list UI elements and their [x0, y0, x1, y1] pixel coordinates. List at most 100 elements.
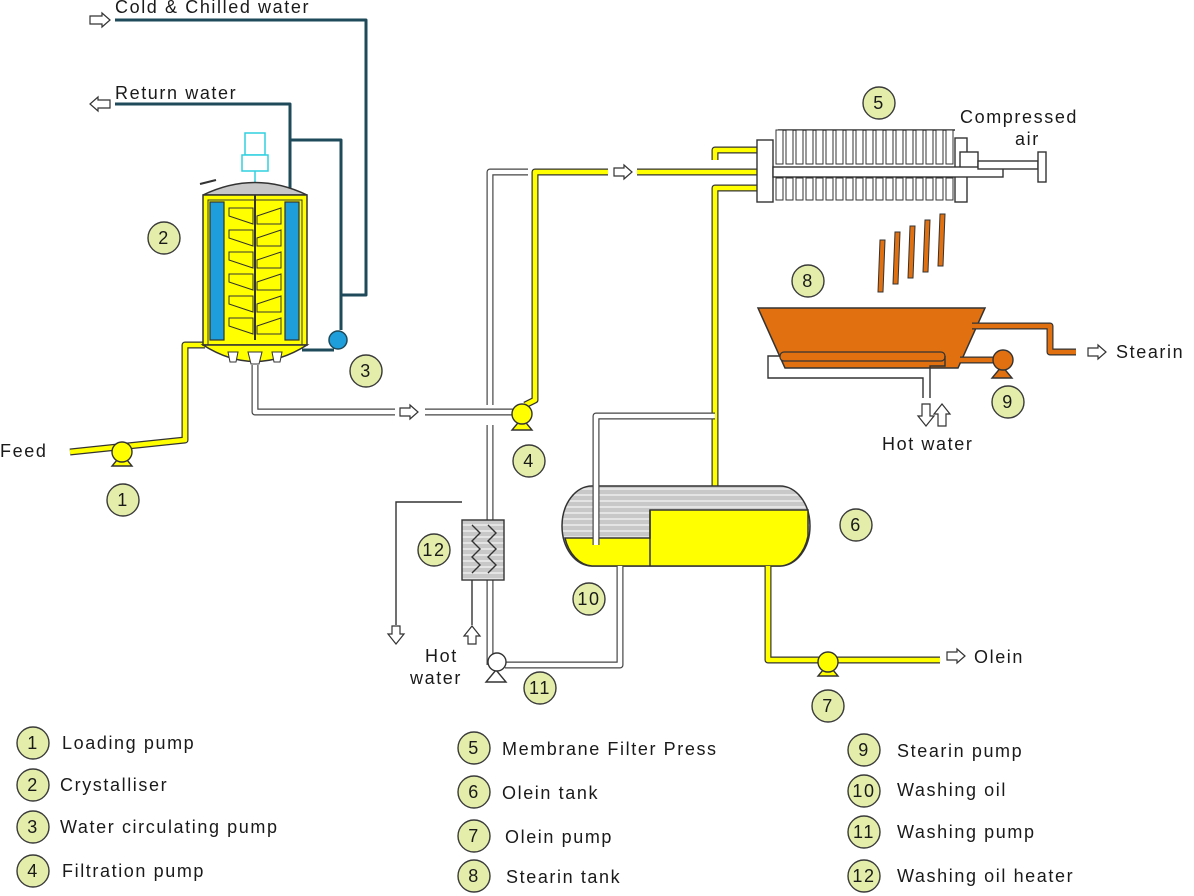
legend-label: Stearin tank: [506, 867, 621, 887]
scraper-blade: [228, 273, 254, 291]
marker-9: 9: [991, 385, 1025, 419]
scraper-blades: [228, 207, 282, 335]
filter-plate: [925, 129, 934, 165]
filter-plate: [865, 177, 874, 201]
scraper-blade: [228, 229, 254, 247]
filter-plate: [825, 129, 834, 165]
stearin-outlet-pipe: [960, 322, 1076, 364]
filter-plate: [795, 129, 804, 165]
filter-plate: [845, 129, 854, 165]
washing-pump: [484, 652, 508, 683]
filter-press-feed-pipe: [523, 163, 758, 409]
legend-label: Olein pump: [505, 827, 613, 847]
legend-item: 10 Washing oil: [847, 774, 1007, 808]
filter-plate: [885, 177, 894, 201]
compressed-air-label-line1: Compressed: [960, 107, 1078, 127]
legend-item: 8 Stearin tank: [457, 859, 621, 893]
svg-text:12: 12: [852, 866, 875, 886]
scraper-blade: [256, 229, 282, 247]
svg-text:12: 12: [422, 540, 445, 560]
legend-label: Membrane Filter Press: [502, 739, 718, 759]
legend-label: Washing oil heater: [897, 866, 1074, 886]
loading-pump: [110, 441, 134, 467]
water-circulating-pump: [328, 330, 348, 350]
svg-text:2: 2: [158, 228, 170, 248]
svg-text:2: 2: [27, 775, 39, 795]
stearin-tank: [756, 307, 987, 398]
svg-text:3: 3: [360, 361, 372, 381]
filter-plate: [815, 177, 824, 201]
hot-water-label-left-line1: Hot: [425, 646, 458, 666]
legend-item: 5 Membrane Filter Press: [457, 731, 718, 765]
cooling-water-lines: [115, 18, 368, 352]
legend-label: Loading pump: [62, 733, 195, 753]
legend-item: 12 Washing oil heater: [847, 859, 1074, 893]
cold-chilled-water-arrow: [89, 11, 111, 29]
svg-text:7: 7: [822, 696, 834, 716]
olein-outlet-pipe: [764, 566, 940, 664]
filter-plate: [805, 177, 814, 201]
svg-text:5: 5: [873, 93, 885, 113]
filter-plate: [845, 177, 854, 201]
washing-oil-heater: [395, 501, 505, 625]
svg-text:6: 6: [468, 782, 480, 802]
svg-text:11: 11: [529, 678, 551, 698]
filter-plate: [785, 129, 794, 165]
filter-plate: [855, 129, 864, 165]
filter-plate: [775, 177, 784, 201]
filter-plate: [805, 129, 814, 165]
filter-plate: [865, 129, 874, 165]
filter-plate: [885, 129, 894, 165]
washing-oil-return-pipe: [592, 412, 715, 545]
svg-text:1: 1: [27, 733, 39, 753]
hot-water-arrows-left: [386, 625, 482, 645]
marker-10: 10: [572, 582, 606, 616]
scraper-blade: [256, 317, 282, 335]
filter-plate: [775, 129, 784, 165]
svg-text:8: 8: [802, 271, 814, 291]
compressed-air-label-line2: air: [1015, 129, 1040, 149]
cold-chilled-water-label: Cold & Chilled water: [115, 0, 310, 17]
filter-plate: [855, 177, 864, 201]
svg-text:11: 11: [853, 822, 875, 842]
marker-3: 3: [349, 354, 383, 388]
stearin-label: Stearin: [1116, 342, 1184, 362]
scraper-blade: [228, 251, 254, 269]
marker-8: 8: [791, 264, 825, 298]
legend-item: 3 Water circulating pump: [16, 810, 277, 844]
filter-plate: [905, 177, 914, 201]
legend-label: Washing oil: [897, 780, 1007, 800]
filter-plate: [875, 177, 884, 201]
legend-item: 7 Olein pump: [457, 819, 613, 853]
filter-plate: [935, 177, 944, 201]
olein-tank: [561, 485, 811, 567]
filter-plate: [945, 177, 954, 201]
svg-text:1: 1: [117, 490, 129, 510]
svg-text:10: 10: [577, 589, 600, 609]
svg-text:9: 9: [858, 740, 870, 760]
stearin-arrow: [1087, 343, 1107, 361]
olein-pump: [816, 651, 840, 677]
marker-1: 1: [106, 483, 140, 517]
filter-plate: [835, 129, 844, 165]
marker-7: 7: [811, 689, 845, 723]
svg-text:6: 6: [850, 515, 862, 535]
filter-plate: [785, 177, 794, 201]
legend: 1 Loading pump 2 Crystalliser 3 Water ci…: [16, 726, 1074, 893]
filter-plate: [835, 177, 844, 201]
scraper-blade: [228, 317, 254, 335]
feed-label: Feed: [0, 441, 47, 461]
feed-line: [69, 341, 205, 456]
legend-label: Washing pump: [897, 822, 1036, 842]
filter-plate: [895, 177, 904, 201]
legend-label: Filtration pump: [62, 861, 205, 881]
legend-item: 9 Stearin pump: [847, 733, 1022, 767]
crystalliser: [199, 132, 310, 365]
filter-plates: [775, 129, 954, 201]
olein-label: Olein: [974, 647, 1024, 667]
washing-oil-pipe: [505, 566, 624, 669]
svg-text:4: 4: [27, 861, 39, 881]
legend-label: Crystalliser: [60, 775, 168, 795]
filtration-pump: [510, 403, 534, 431]
filter-plate: [825, 177, 834, 201]
